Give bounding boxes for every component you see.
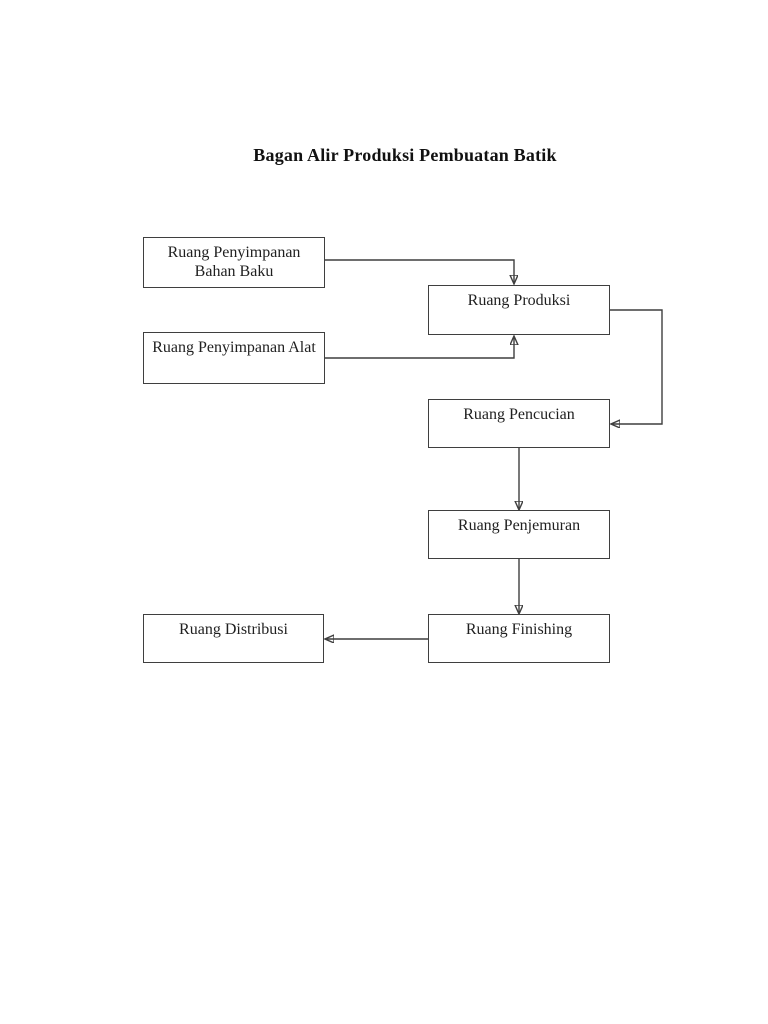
node-label: Ruang Penjemuran bbox=[457, 517, 581, 534]
diagram-title: Bagan Alir Produksi Pembuatan Batik bbox=[253, 145, 557, 165]
edge-produksi-to-pencucian bbox=[610, 309, 663, 424]
node-label-line: Ruang Penyimpanan bbox=[167, 244, 301, 261]
edge-alat-to-produksi bbox=[325, 337, 514, 359]
node-label-line: Bahan Baku bbox=[194, 263, 274, 280]
node-ruang-finishing: Ruang Finishing bbox=[428, 614, 610, 663]
node-label: Ruang Pencucian bbox=[463, 406, 575, 423]
node-ruang-produksi: Ruang Produksi bbox=[428, 285, 610, 335]
node-label: Ruang Produksi bbox=[467, 292, 571, 309]
node-ruang-penyimpanan-alat: Ruang Penyimpanan Alat bbox=[143, 332, 325, 384]
node-label: Ruang Distribusi bbox=[179, 621, 288, 638]
node-label: Ruang Penyimpanan Alat bbox=[152, 339, 316, 356]
node-ruang-pencucian: Ruang Pencucian bbox=[428, 399, 610, 448]
node-ruang-penjemuran: Ruang Penjemuran bbox=[428, 510, 610, 559]
node-ruang-distribusi: Ruang Distribusi bbox=[143, 614, 324, 663]
edge-bahan-baku-to-produksi bbox=[325, 259, 514, 283]
node-ruang-penyimpanan-bahan-baku: Ruang Penyimpanan Bahan Baku bbox=[143, 237, 325, 288]
node-label: Ruang Finishing bbox=[465, 621, 573, 638]
